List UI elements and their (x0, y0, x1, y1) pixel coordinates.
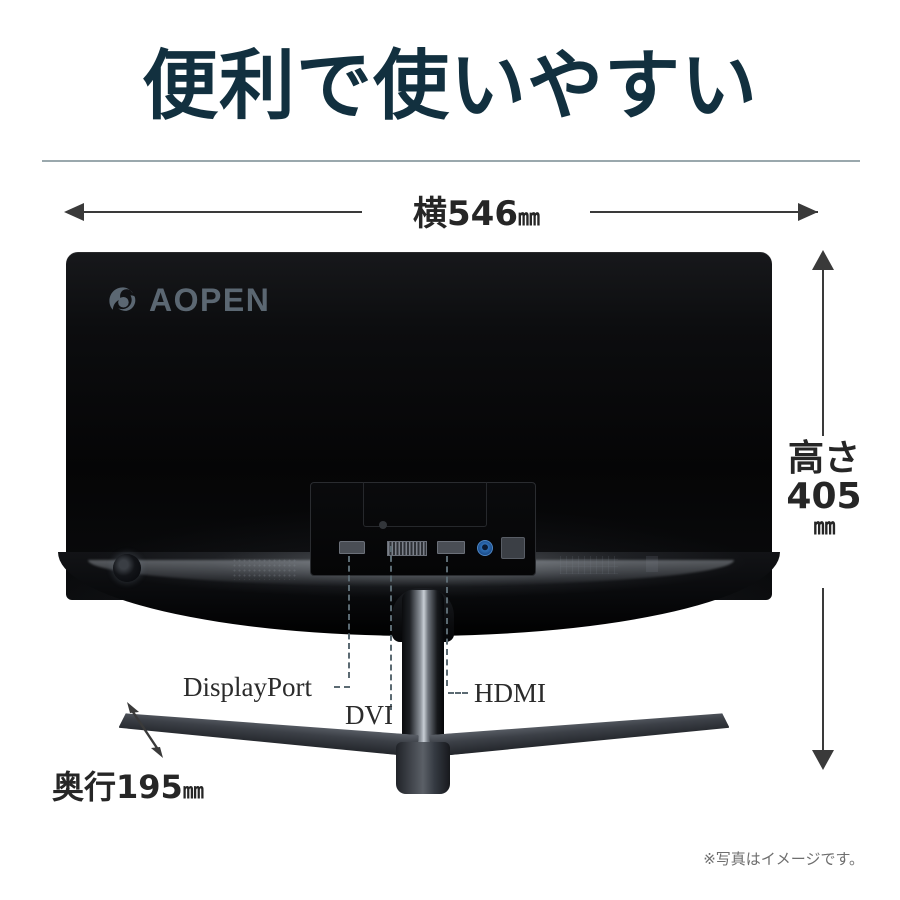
width-dimension-label: 横546㎜ (360, 186, 592, 235)
arrow-up-icon (812, 250, 834, 270)
stand-base-right (429, 709, 730, 757)
width-unit-text: ㎜ (517, 206, 540, 231)
height-label-line3: ㎜ (813, 514, 835, 540)
aopen-logo: AOPEN (106, 282, 270, 319)
arrow-left-icon (64, 203, 84, 221)
aopen-logo-text: AOPEN (149, 282, 271, 318)
page-title: 便利で使いやすい (142, 41, 758, 130)
leader-line-hdmi-horizontal (448, 692, 468, 694)
hdmi-connector-icon (437, 541, 465, 554)
ports-row (311, 521, 535, 559)
port-label-dvi: DVI (345, 700, 393, 730)
leader-line-displayport-horizontal (334, 686, 350, 688)
width-dimension-group: 横546㎜ (60, 192, 840, 234)
depth-dimension-label: 奥行195㎜ (52, 762, 204, 808)
height-line-bottom (822, 588, 824, 760)
displayport-connector-icon (339, 541, 365, 554)
power-joystick-icon (113, 554, 141, 582)
stand-center-foot (396, 742, 450, 794)
width-line-left (82, 211, 362, 213)
width-value-text: 横546 (413, 194, 518, 234)
height-label-line1: 高さ (787, 438, 860, 479)
width-line-right (590, 211, 818, 213)
regulatory-label (560, 556, 618, 574)
arrow-right-icon (798, 203, 818, 221)
leader-line-hdmi (446, 556, 448, 686)
depth-dimension-arrow (127, 702, 163, 758)
speaker-grille-icon (232, 558, 296, 580)
arrow-down-icon (812, 750, 834, 770)
port-panel-recess (363, 482, 487, 527)
title-divider (42, 160, 860, 162)
panel-screw-icon (379, 521, 387, 529)
port-panel (310, 482, 536, 576)
leader-line-displayport (348, 556, 350, 678)
aopen-swoosh-icon (109, 286, 136, 311)
height-dimension-group: 高さ 405 ㎜ (784, 250, 864, 770)
regulatory-label-secondary (646, 556, 658, 572)
footnote-text: ※写真はイメージです。 (703, 850, 864, 868)
dvi-connector-icon (387, 541, 427, 556)
port-label-displayport: DisplayPort (183, 672, 313, 702)
power-connector-icon (501, 537, 525, 559)
port-label-hdmi: HDMI (474, 678, 546, 708)
height-line-top (822, 264, 824, 436)
audio-jack-icon (477, 540, 493, 556)
height-label-line2: 405 (786, 475, 862, 517)
depth-value-text: 奥行195 (52, 768, 183, 806)
leader-line-dvi (390, 546, 392, 710)
depth-unit-text: ㎜ (182, 779, 204, 803)
height-dimension-label: 高さ 405 ㎜ (774, 440, 874, 539)
